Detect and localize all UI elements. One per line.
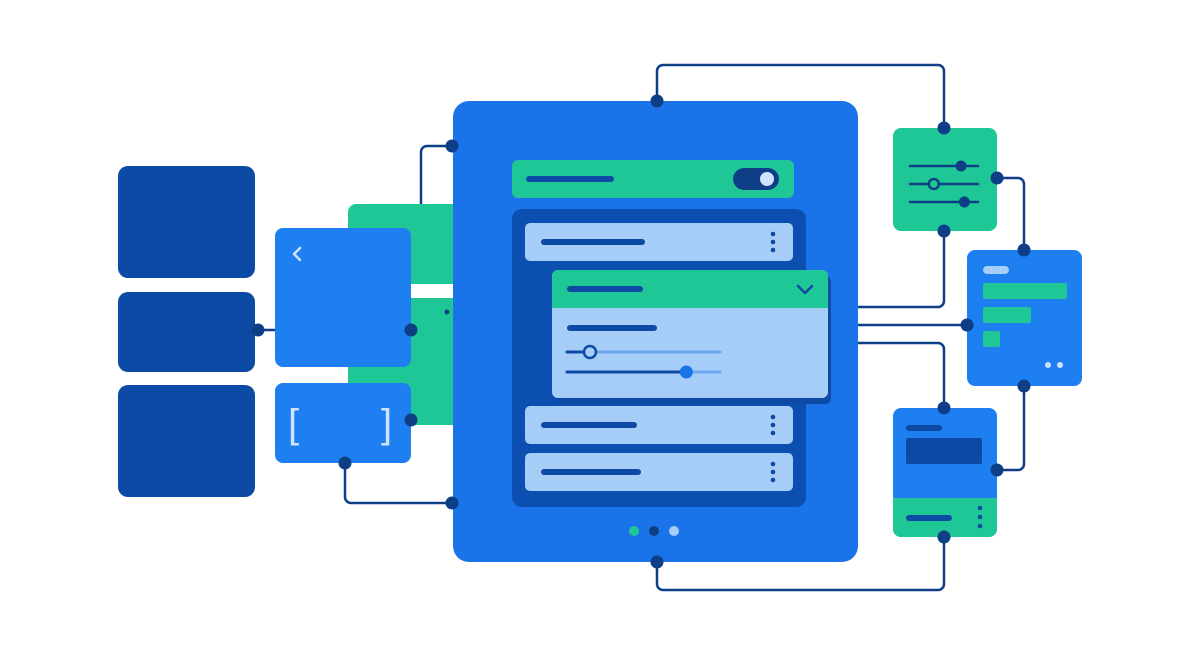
connector-node: [445, 496, 459, 510]
connector-node: [1017, 379, 1031, 393]
settings-card: [893, 128, 997, 231]
connector-node: [960, 318, 974, 332]
connector-node: [650, 555, 664, 569]
list-card: [893, 408, 997, 537]
list-row-label-line: [541, 469, 641, 475]
content-bar: [983, 331, 1000, 347]
connector-node: [937, 121, 951, 135]
list-row[interactable]: [525, 223, 793, 261]
connector-line: [858, 341, 946, 408]
left-tile-stack: [118, 166, 255, 497]
connector-node: [990, 463, 1004, 477]
kebab-menu-icon[interactable]: [770, 231, 776, 253]
kebab-menu-icon[interactable]: [770, 461, 776, 483]
left-tile: [118, 292, 255, 372]
connector-node: [445, 139, 459, 153]
page-dot-active[interactable]: [629, 526, 639, 536]
bracket-right: ]: [381, 402, 392, 446]
list-card-label-line: [906, 425, 942, 431]
dropdown-label-line: [567, 325, 657, 331]
connector-node: [937, 401, 951, 415]
connector-line: [655, 537, 946, 592]
connector-node: [404, 413, 418, 427]
bracket-left: [: [288, 402, 299, 446]
sliders-icon[interactable]: [908, 160, 980, 208]
left-tile: [118, 385, 255, 497]
bracket-card[interactable]: [ ]: [275, 383, 411, 463]
connector-node: [1017, 243, 1031, 257]
chevron-down-icon[interactable]: [796, 284, 814, 295]
slider[interactable]: [565, 344, 722, 360]
content-card: [967, 250, 1082, 386]
header-bar-title-line: [526, 176, 614, 182]
connector-line: [997, 176, 1026, 250]
more-dots-icon[interactable]: [1045, 362, 1063, 368]
connector-node: [937, 530, 951, 544]
list-row[interactable]: [525, 453, 793, 491]
connector-line: [655, 63, 946, 128]
page-dot[interactable]: [649, 526, 659, 536]
dropdown-title-line: [567, 286, 643, 292]
toggle-switch[interactable]: [733, 168, 779, 190]
header-bar: [512, 160, 794, 198]
connector-node: [338, 456, 352, 470]
kebab-menu-icon[interactable]: [770, 414, 776, 436]
chevron-left-icon[interactable]: [292, 246, 302, 262]
list-row-label-line: [541, 239, 645, 245]
list-card-footer-line: [906, 515, 952, 521]
slider[interactable]: [565, 365, 722, 379]
connector-node: [937, 224, 951, 238]
page-dot[interactable]: [669, 526, 679, 536]
slider-knob[interactable]: [679, 365, 693, 379]
kebab-menu-icon[interactable]: [977, 505, 983, 529]
list-row-label-line: [541, 422, 637, 428]
list-row[interactable]: [525, 406, 793, 444]
list-card-block: [906, 438, 982, 464]
content-tag: [983, 266, 1009, 274]
content-bar: [983, 283, 1067, 299]
nav-card[interactable]: [275, 228, 411, 367]
connector-line: [858, 231, 946, 309]
connector-line: [997, 386, 1026, 472]
connector-node: [650, 94, 664, 108]
connector-node: [404, 323, 418, 337]
connector-node: [251, 323, 265, 337]
main-panel: [453, 101, 858, 562]
dropdown-panel[interactable]: [552, 270, 831, 404]
content-bar: [983, 307, 1031, 323]
connector-node: [990, 171, 1004, 185]
left-tile: [118, 166, 255, 278]
connector-line: [343, 463, 452, 505]
slider-knob[interactable]: [582, 344, 598, 360]
